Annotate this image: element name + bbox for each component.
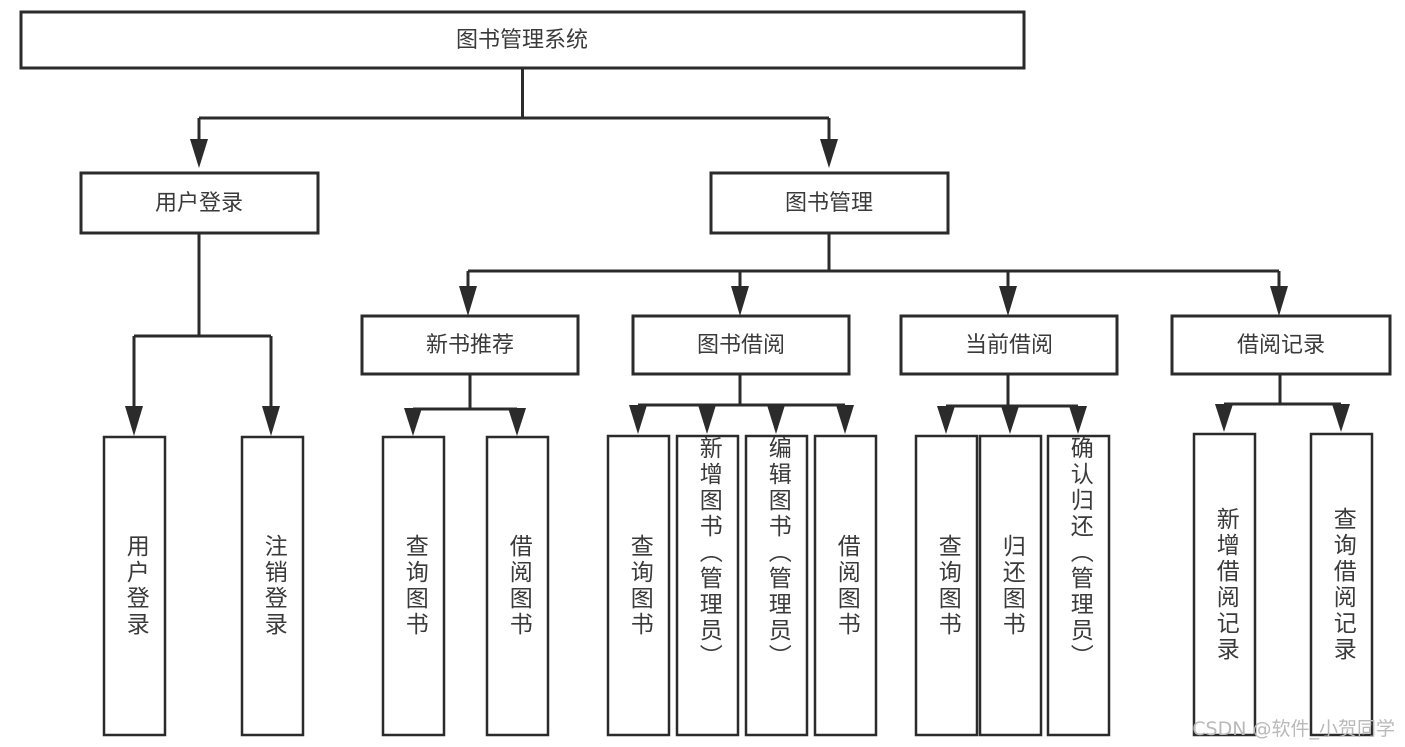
connector-group-current-borrow bbox=[937, 374, 1087, 434]
connector-group-root bbox=[190, 68, 838, 168]
arrow-head-leaf-return-book bbox=[1001, 406, 1019, 434]
connector-group-user-login bbox=[125, 233, 280, 436]
leaf-box-borrow-book-2[interactable] bbox=[813, 434, 878, 737]
arrow-head-borrow-record bbox=[1270, 286, 1288, 316]
connector-group-book-borrow bbox=[629, 374, 854, 434]
node-book-borrow-label: 图书借阅 bbox=[697, 333, 785, 358]
node-borrow-record[interactable]: 借阅记录 bbox=[1170, 314, 1392, 376]
arrow-head-leaf-query-book-2 bbox=[629, 405, 647, 434]
leaf-box-return-book[interactable] bbox=[978, 434, 1043, 737]
connector-group-new-book-recommend bbox=[404, 374, 526, 436]
node-root[interactable]: 图书管理系统 bbox=[19, 10, 1026, 70]
arrow-head-leaf-add-book bbox=[698, 405, 716, 434]
arrow-head-leaf-query-book-3 bbox=[937, 406, 955, 434]
arrow-head-leaf-add-record bbox=[1215, 404, 1233, 432]
arrow-head-leaf-query-record bbox=[1332, 404, 1350, 432]
arrow-head-leaf-borrow-book-1 bbox=[508, 408, 526, 436]
arrow-head-book-manage bbox=[820, 139, 838, 168]
node-current-borrow-label: 当前借阅 bbox=[965, 333, 1053, 358]
node-user-login[interactable]: 用户登录 bbox=[79, 171, 320, 235]
leaf-box-confirm-return[interactable] bbox=[1046, 434, 1111, 737]
arrow-head-current-borrow bbox=[999, 286, 1017, 316]
arrow-head-leaf-edit-book bbox=[767, 405, 785, 434]
connector-group-book-manage bbox=[459, 233, 1288, 316]
arrow-head-leaf-query-book-1 bbox=[404, 408, 422, 436]
leaf-box-borrow-book-1[interactable] bbox=[485, 435, 550, 737]
arrow-head-leaf-user-login bbox=[125, 406, 143, 436]
node-user-login-box[interactable] bbox=[79, 171, 320, 235]
leaf-box-query-book-3[interactable] bbox=[914, 434, 979, 737]
node-current-borrow[interactable]: 当前借阅 bbox=[899, 314, 1119, 376]
node-book-manage[interactable]: 图书管理 bbox=[709, 171, 950, 235]
node-borrow-record-label: 借阅记录 bbox=[1237, 333, 1325, 358]
leaf-box-add-record[interactable] bbox=[1192, 432, 1257, 737]
node-book-borrow[interactable]: 图书借阅 bbox=[631, 314, 851, 376]
node-new-book-recommend-label: 新书推荐 bbox=[426, 333, 514, 358]
leaf-box-query-record[interactable] bbox=[1309, 432, 1374, 737]
node-new-book-recommend-box[interactable] bbox=[360, 314, 580, 376]
node-borrow-record-box[interactable] bbox=[1170, 314, 1392, 376]
node-new-book-recommend[interactable]: 新书推荐 bbox=[360, 314, 580, 376]
node-book-borrow-box[interactable] bbox=[631, 314, 851, 376]
node-root-box[interactable] bbox=[19, 10, 1026, 70]
leaf-box-edit-book[interactable] bbox=[744, 434, 809, 737]
arrow-head-new-book-recommend bbox=[459, 286, 477, 316]
node-user-login-label: 用户登录 bbox=[155, 191, 243, 216]
node-root-label: 图书管理系统 bbox=[456, 28, 588, 53]
arrow-head-user-login bbox=[190, 139, 208, 168]
node-book-manage-label: 图书管理 bbox=[785, 191, 873, 216]
arrow-head-leaf-confirm-return bbox=[1069, 406, 1087, 434]
arrow-head-book-borrow bbox=[731, 286, 749, 316]
node-current-borrow-box[interactable] bbox=[899, 314, 1119, 376]
node-book-manage-box[interactable] bbox=[709, 171, 950, 235]
leaf-box-user-login[interactable] bbox=[102, 435, 167, 737]
arrow-head-leaf-borrow-book-2 bbox=[836, 405, 854, 434]
leaf-box-query-book-1[interactable] bbox=[381, 435, 446, 737]
leaf-box-add-book[interactable] bbox=[675, 434, 740, 737]
arrow-head-leaf-user-logout bbox=[262, 406, 280, 436]
leaf-box-user-logout[interactable] bbox=[240, 435, 305, 737]
connector-group-borrow-record bbox=[1215, 374, 1350, 432]
leaf-box-query-book-2[interactable] bbox=[606, 434, 671, 737]
